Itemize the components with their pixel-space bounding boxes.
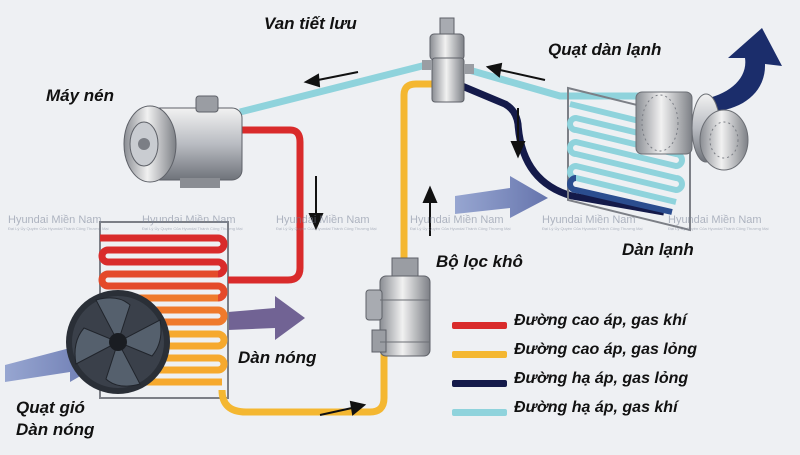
flow-arrow-icon: [303, 62, 546, 416]
condenser-fan-icon: [66, 290, 170, 394]
high-pressure-liquid-line: [400, 80, 436, 268]
high-pressure-gas-line: [228, 126, 304, 284]
condenser-label: Dàn nóng: [238, 348, 317, 367]
compressor-icon: [123, 95, 243, 188]
watermark-subtitle: Đại Lý Ủy Quyền Của Hyundai Thành Công T…: [8, 226, 109, 231]
expansion-valve-label: Van tiết lưu: [264, 14, 357, 33]
legend-text: Đường hạ áp, gas lỏng: [514, 370, 689, 387]
watermark-subtitle: Đại Lý Ủy Quyền Của Hyundai Thành Công T…: [542, 226, 643, 231]
watermark-subtitle: Đại Lý Ủy Quyền Của Hyundai Thành Công T…: [410, 226, 511, 231]
high-pressure-liquid-line: [218, 352, 388, 416]
condenser-fan-label-line2: Dàn nóng: [16, 420, 95, 439]
receiver-drier-icon: [365, 257, 431, 357]
evaporator-fan-arrow-icon: [700, 28, 782, 112]
legend-swatch: [452, 409, 507, 416]
watermark-title: Hyundai Miền Nam: [142, 214, 236, 226]
airflow-arrow-icon: [228, 296, 305, 340]
legend-text: Đường cao áp, gas lỏng: [514, 341, 698, 358]
evaporator-fan-label: Quạt dàn lạnh: [548, 40, 662, 59]
receiver-drier-label: Bộ lọc khô: [436, 252, 523, 271]
low-pressure-gas-line: [239, 60, 431, 116]
watermark-title: Hyundai Miền Nam: [410, 214, 504, 226]
low-pressure-gas-line: [461, 64, 640, 100]
watermark-title: Hyundai Miền Nam: [8, 214, 102, 226]
watermark-subtitle: Đại Lý Ủy Quyền Của Hyundai Thành Công T…: [276, 226, 377, 231]
evaporator-label: Dàn lạnh: [622, 240, 694, 259]
legend-swatch: [452, 380, 507, 387]
evaporator-blower-icon: [635, 91, 749, 171]
expansion-valve-icon: [422, 17, 474, 103]
legend-swatch: [452, 322, 507, 329]
condenser-fan-label-line1: Quạt gió: [16, 398, 85, 417]
compressor-label: Máy nén: [46, 86, 115, 105]
legend-text: Đường hạ áp, gas khí: [514, 399, 678, 416]
legend-swatch: [452, 351, 507, 358]
airflow-arrow-icon: [455, 176, 548, 218]
watermark-subtitle: Đại Lý Ủy Quyền Của Hyundai Thành Công T…: [142, 226, 243, 231]
watermark-title: Hyundai Miền Nam: [668, 214, 762, 226]
watermark-title: Hyundai Miền Nam: [276, 214, 370, 226]
watermark-title: Hyundai Miền Nam: [542, 214, 636, 226]
legend-text: Đường cao áp, gas khí: [514, 312, 687, 329]
watermark-subtitle: Đại Lý Ủy Quyền Của Hyundai Thành Công T…: [668, 226, 769, 231]
